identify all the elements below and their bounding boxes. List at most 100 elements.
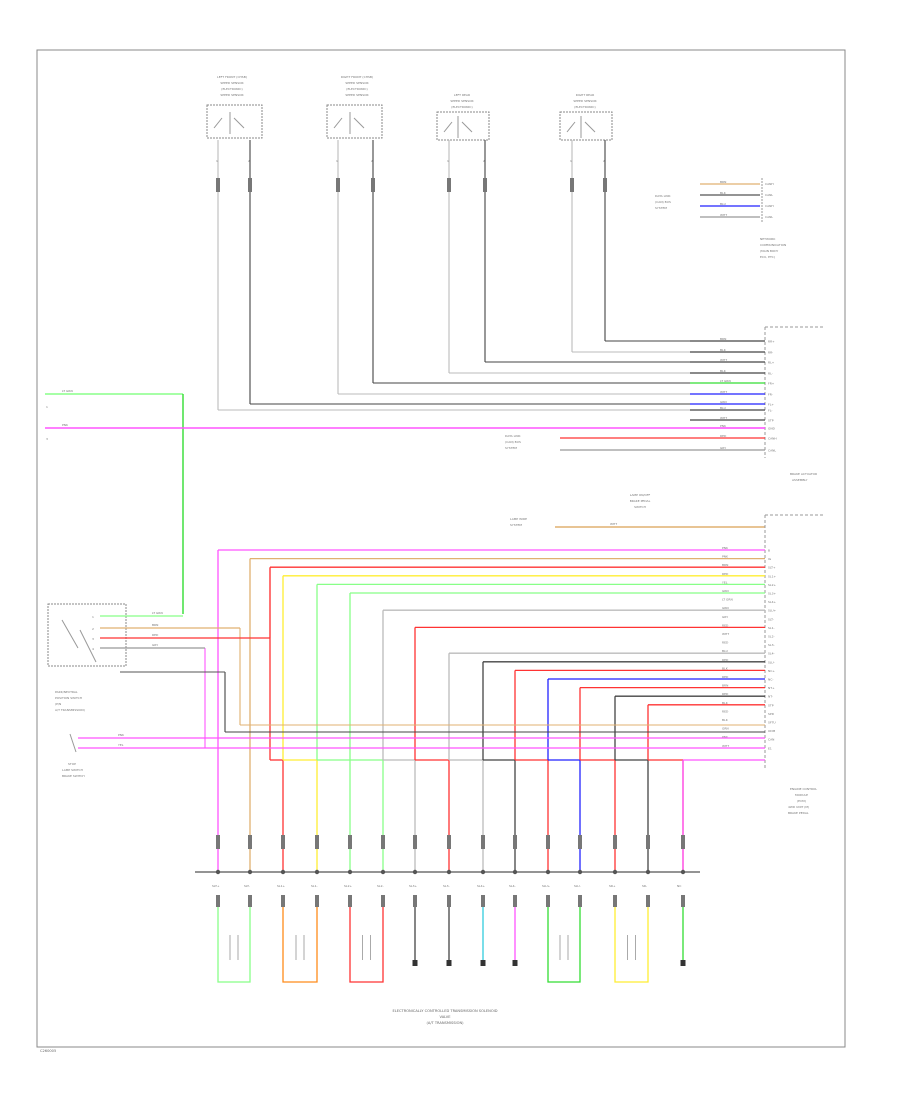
solenoid-pin-dot — [512, 869, 518, 875]
solenoid-pin-dot — [612, 869, 618, 875]
wire-terminal — [513, 835, 517, 849]
ecu-wire-label: RED — [722, 658, 729, 662]
ecu-pin-label: SL1- — [768, 626, 775, 630]
wire-terminal — [216, 835, 220, 849]
wire-terminal — [381, 895, 385, 907]
connector-pin-label: CANH — [765, 182, 774, 186]
solenoid-pin-label: SR+ — [609, 884, 616, 888]
actuator-pin-label: RL- — [768, 372, 773, 376]
ecu-pin-label: SL3+ — [768, 592, 776, 596]
sensor-right-front: RIGHT FRONT (CHSB) SPEED SENSOR (ELECTRO… — [326, 75, 383, 139]
wire-terminal — [483, 178, 487, 192]
ecm-caption-line: (ECM) — [797, 799, 806, 803]
connector-side-label: (CAN) BUS — [655, 200, 671, 204]
sensor-box — [559, 111, 613, 141]
solenoid-loop — [614, 907, 649, 983]
wire-terminal — [570, 178, 574, 192]
stop-bottom-caption: BRAKE SWITCH — [62, 774, 85, 778]
pn-caption: (P/N — [55, 702, 61, 706]
sensor-label: SPEED SENSOR — [573, 99, 596, 103]
ecu-wire-label: RED — [722, 692, 729, 696]
sensor-label: (ELECTRONIC) — [574, 105, 595, 109]
ground-symbol — [480, 960, 486, 966]
actuator-wire-label: RED — [720, 434, 727, 438]
stop-lamp-header: LAMP ON/OFF — [630, 493, 651, 497]
solenoid-caption-line: VALVE — [439, 1015, 451, 1019]
wire-terminal — [481, 895, 485, 907]
actuator-wire-label: WHT — [720, 416, 727, 420]
actuator-ground-note: (CAN) BUS — [505, 440, 521, 444]
actuator-caption: ASSEMBLY — [792, 478, 808, 482]
wire-terminal — [315, 895, 319, 907]
actuator-wire-label: LT GRN — [720, 379, 731, 383]
pn-wire: GRY — [152, 643, 158, 647]
ecu-pin-label: E1 — [768, 746, 772, 750]
ecu-wires — [204, 549, 765, 872]
sensor-label: (ELECTRONIC) — [451, 105, 472, 109]
ecm-caption: ENGINE CONTROL MODULE (ECM) 4WD UNIT (M)… — [788, 787, 817, 815]
solenoid-pin-label: SLT- — [244, 884, 250, 888]
wire-terminal — [546, 895, 550, 907]
sensor-label: RIGHT FRONT (CHSB) — [341, 75, 373, 79]
actuator-pin-label: FR+ — [768, 382, 775, 386]
solenoid-area: SLT+SLT-SL1+SL1-SL2+SL2-SL3+SL3-SL4+SL4-… — [212, 835, 686, 983]
left-wire-label: LT GRN — [62, 389, 73, 393]
solenoid-pin-label: SLU+ — [542, 884, 551, 888]
actuator-wire-label: BLU — [720, 406, 726, 410]
wire-terminal — [348, 835, 352, 849]
wire-terminal — [646, 835, 650, 849]
solenoid-loop — [349, 907, 384, 983]
ecu-pin-label: B — [768, 549, 770, 553]
wire-terminal — [603, 178, 607, 192]
actuator-pin-label: RR- — [768, 351, 773, 355]
wire-terminal — [681, 895, 685, 907]
actuator-pin-label: CANL — [768, 449, 776, 453]
ecu-pin-label: NT- — [768, 695, 773, 699]
ecu-pin-label: SL2- — [768, 635, 775, 639]
solenoid-caption: ELECTRONICALLY CONTROLLED TRANSMISSION S… — [392, 1009, 497, 1025]
pn-wire: RED — [152, 633, 159, 637]
solenoid-pin-dot — [247, 869, 253, 875]
diagram-frame — [36, 49, 846, 1048]
actuator-pin-label: CANH — [768, 437, 777, 441]
solenoid-pin-label: NC — [677, 884, 681, 888]
solenoid-caption-line: ELECTRONICALLY CONTROLLED TRANSMISSION S… — [392, 1009, 497, 1013]
ecu-wire-label: LT GRN — [722, 598, 733, 602]
wire-terminal — [336, 178, 340, 192]
wire-terminal — [216, 178, 220, 192]
ground-symbol — [680, 960, 686, 966]
actuator-pin-label: FL+ — [768, 403, 774, 407]
wire-terminal — [546, 835, 550, 849]
stop-switch-bottom: PNK YEL STOP LAMP SWITCH BRAKE SWITCH — [62, 733, 765, 778]
wire-terminal — [413, 835, 417, 849]
ecm-caption-line: 4WD UNIT (M) — [788, 805, 809, 809]
solenoid-pin-dot — [280, 869, 286, 875]
actuator-ground-note: SYSTEM — [505, 446, 517, 450]
ecu-wire-label: BLK — [722, 701, 729, 705]
ecu-wire-label: GRN — [722, 589, 729, 593]
ecu-pin-label: IG — [768, 557, 772, 561]
wire-terminal — [413, 895, 417, 907]
left-wire-num: 1 — [46, 405, 48, 409]
ecu-wire-label: RED — [722, 675, 729, 679]
ecu-wire-label: WHT — [722, 744, 729, 748]
solenoid-pin-label: SL3+ — [409, 884, 417, 888]
sensor-label: (ELECTRONIC) — [221, 87, 242, 91]
wire-terminal — [681, 835, 685, 849]
ecu-pin-label: NC+ — [768, 669, 775, 673]
ecu-pin-label: SL4- — [768, 652, 775, 656]
wire-terminal — [447, 835, 451, 849]
actuator-wire-label: PNK — [720, 424, 727, 428]
sensor-box — [326, 104, 383, 139]
solenoid-pin-label: SL1+ — [277, 884, 285, 888]
ecu-wire-label: GRN — [722, 727, 729, 731]
park-neutral-switch: LT GRN BRN RED GRY 1 2 3 4 PARK/NEUTRAL … — [47, 603, 270, 712]
sensor-pin-label: 2 — [371, 159, 373, 163]
ecu-wire-label: PNK — [722, 735, 729, 739]
wire-terminal — [613, 835, 617, 849]
sensor-label: RIGHT REAR — [576, 93, 594, 97]
solenoid-pin-dot — [347, 869, 353, 875]
ecu-pin-label: SLT+ — [768, 566, 776, 570]
sensor-pin-label: 1 — [216, 159, 218, 163]
